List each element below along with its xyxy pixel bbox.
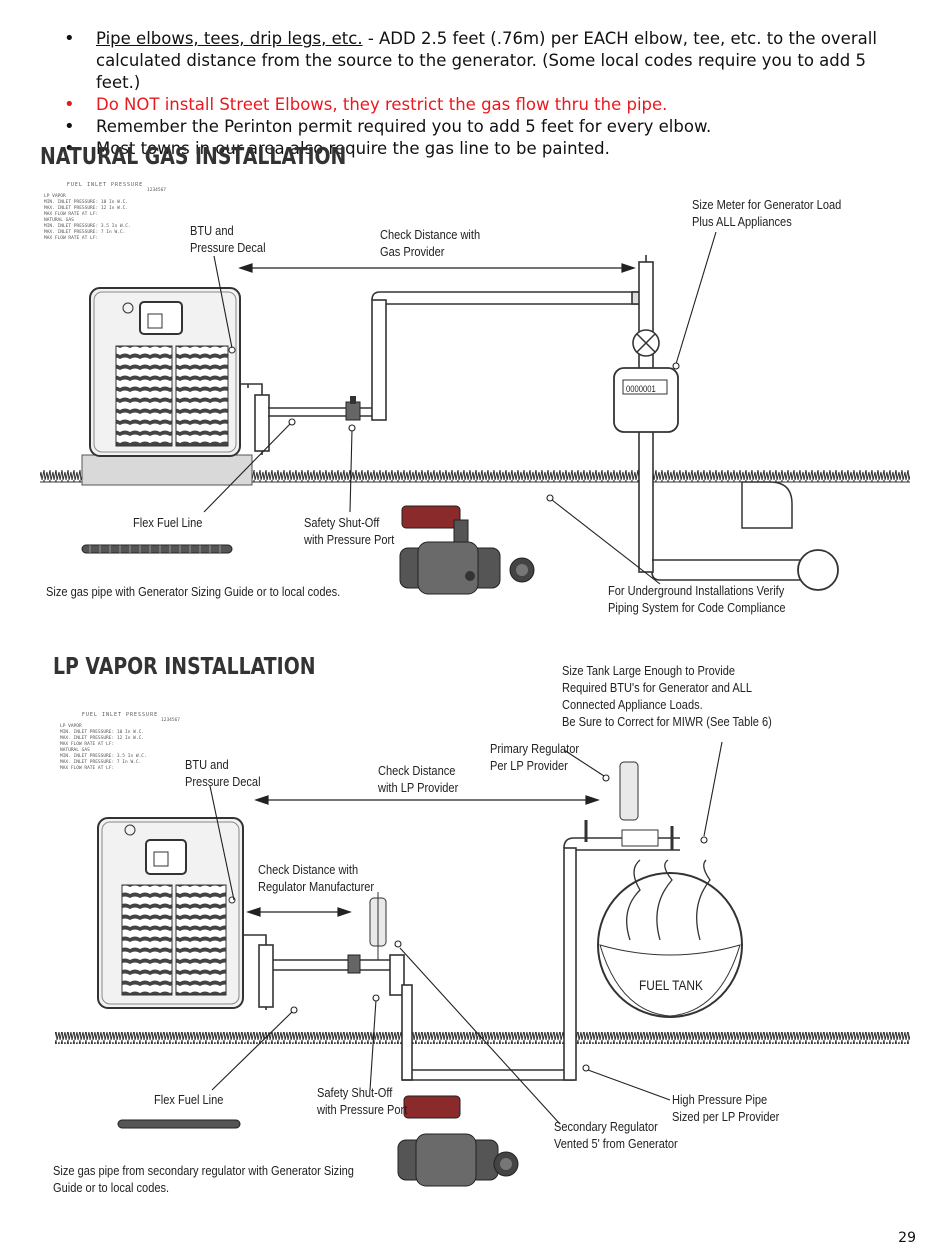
label-safety-shutoff-lp: Safety Shut-Off with Pressure Port bbox=[317, 1085, 408, 1117]
lp-piping bbox=[243, 837, 680, 1081]
decal-line: MAX FLOW RATE AT LF: bbox=[44, 236, 99, 241]
list-item: Remember the Perinton permit required yo… bbox=[0, 116, 950, 138]
generator-unit-lp bbox=[97, 817, 244, 1009]
decal-serial: 1234567 bbox=[161, 718, 180, 723]
section-title-natural-gas: NATURAL GAS INSTALLATION bbox=[40, 144, 347, 170]
label-flex-fuel-lp: Flex Fuel Line bbox=[154, 1092, 224, 1107]
decal-title: FUEL INLET PRESSURE bbox=[66, 182, 144, 188]
distance-arrow bbox=[238, 263, 636, 273]
ball-valve-icon-lp bbox=[397, 1095, 519, 1187]
label-high-pressure: High Pressure Pipe Sized per LP Provider bbox=[672, 1092, 780, 1124]
generator-unit bbox=[89, 287, 241, 457]
secondary-regulator bbox=[369, 892, 387, 960]
label-btu-decal-lp: BTU and Pressure Decal bbox=[185, 757, 261, 789]
gas-meter bbox=[613, 329, 679, 433]
decal-line: MAX FLOW RATE AT LF: bbox=[60, 742, 115, 747]
decal-line: MAX. INLET PRESSURE: 7 In W.C. bbox=[44, 230, 126, 235]
fuel-tank bbox=[597, 859, 743, 1018]
label-size-pipe: Size gas pipe with Generator Sizing Guid… bbox=[46, 584, 341, 599]
decal-line: MAX. INLET PRESSURE: 7 In W.C. bbox=[60, 760, 142, 765]
decal-line: MAX. INLET PRESSURE: 12 In W.C. bbox=[60, 736, 144, 741]
section-title-lp-vapor: LP VAPOR INSTALLATION bbox=[53, 654, 316, 680]
fuel-inlet-decal: FUEL INLET PRESSURE 1234567 LP VAPOR MIN… bbox=[44, 182, 166, 242]
concrete-pad bbox=[81, 454, 253, 486]
decal-title: FUEL INLET PRESSURE bbox=[81, 712, 159, 718]
fuel-inlet-decal-lp: FUEL INLET PRESSURE 1234567 LP VAPOR MIN… bbox=[60, 712, 180, 772]
decal-line: LP VAPOR bbox=[44, 194, 66, 199]
bullet-text: - ADD 2.5 feet (.76m) per EACH elbow, te… bbox=[96, 29, 877, 92]
ground-grass bbox=[40, 470, 910, 482]
meter-reading: 0000001 bbox=[626, 384, 656, 394]
ball-valve-icon bbox=[399, 505, 535, 595]
label-secondary-regulator: Secondary Regulator Vented 5' from Gener… bbox=[554, 1119, 678, 1151]
instruction-list: Pipe elbows, tees, drip legs, etc. - ADD… bbox=[0, 28, 950, 160]
list-item: Pipe elbows, tees, drip legs, etc. - ADD… bbox=[0, 28, 950, 94]
decal-line: NATURAL GAS bbox=[44, 218, 74, 223]
list-item-warning: Do NOT install Street Elbows, they restr… bbox=[0, 94, 950, 116]
label-underground: For Underground Installations Verify Pip… bbox=[608, 583, 786, 615]
callout-lines bbox=[203, 231, 717, 585]
ng-shutoff-valve-small bbox=[345, 396, 361, 421]
distance-arrows-lp bbox=[246, 795, 600, 917]
underground-vault bbox=[741, 481, 793, 529]
decal-serial: 1234567 bbox=[147, 188, 166, 193]
label-check-distance-gas: Check Distance with Gas Provider bbox=[380, 227, 481, 259]
decal-line: MIN. INLET PRESSURE: 3.5 In W.C. bbox=[44, 224, 131, 229]
callout-lines-lp bbox=[209, 741, 723, 1125]
label-size-meter: Size Meter for Generator Load Plus ALL A… bbox=[692, 197, 842, 229]
label-check-distance-lp: Check Distance with LP Provider bbox=[378, 763, 459, 795]
flex-fuel-line-icon bbox=[81, 544, 233, 554]
decal-line: NATURAL GAS bbox=[60, 748, 90, 753]
decal-line: MAX FLOW RATE AT LF: bbox=[44, 212, 99, 217]
flex-fuel-line-icon-lp bbox=[117, 1119, 241, 1129]
label-fuel-tank: FUEL TANK bbox=[639, 977, 703, 993]
bullet-link-text: Pipe elbows, tees, drip legs, etc. bbox=[96, 29, 363, 48]
label-primary-regulator: Primary Regulator Per LP Provider bbox=[490, 741, 580, 773]
label-size-pipe-lp: Size gas pipe from secondary regulator w… bbox=[53, 1163, 354, 1195]
label-size-tank: Size Tank Large Enough to Provide Requir… bbox=[562, 663, 772, 729]
label-check-distance-regulator: Check Distance with Regulator Manufactur… bbox=[258, 862, 375, 894]
decal-line: MAX. INLET PRESSURE: 12 In W.C. bbox=[44, 206, 128, 211]
decal-line: MAX FLOW RATE AT LF: bbox=[60, 766, 115, 771]
decal-line: MIN. INLET PRESSURE: 10 In W.C. bbox=[44, 200, 128, 205]
page-number: 29 bbox=[898, 1230, 916, 1246]
lp-shutoff-valve-small bbox=[347, 954, 361, 974]
decal-line: MIN. INLET PRESSURE: 10 In W.C. bbox=[60, 730, 144, 735]
label-btu-decal: BTU and Pressure Decal bbox=[190, 223, 266, 255]
underground-tank bbox=[797, 549, 839, 591]
decal-line: MIN. INLET PRESSURE: 3.5 In W.C. bbox=[60, 754, 147, 759]
list-item: Most towns in our area also require the … bbox=[0, 138, 950, 160]
decal-line: LP VAPOR bbox=[60, 724, 82, 729]
label-flex-fuel: Flex Fuel Line bbox=[133, 515, 203, 530]
label-safety-shutoff: Safety Shut-Off with Pressure Port bbox=[304, 515, 395, 547]
primary-regulator bbox=[584, 761, 674, 850]
